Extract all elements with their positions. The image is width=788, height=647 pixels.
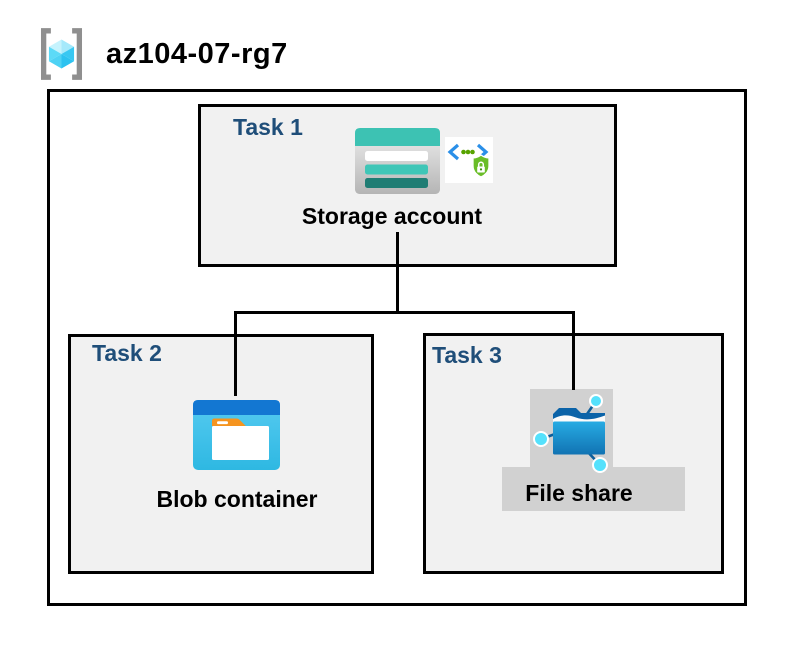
connector-to-file-share [571, 313, 575, 390]
task3-label: Task 3 [432, 342, 502, 368]
file-share-label-background [502, 467, 685, 511]
task3-box: Task 3 File share [423, 333, 724, 574]
storage-account-label: Storage account [301, 203, 483, 229]
file-share-icon-background [530, 389, 613, 473]
file-share-icon [533, 394, 608, 473]
task1-box: Task 1 Storage account [198, 104, 617, 267]
blob-container-label: Blob container [156, 486, 318, 512]
resource-group-icon [40, 28, 83, 80]
resource-group-name: az104-07-rg7 [106, 38, 288, 70]
file-share-label: File share [525, 480, 633, 506]
blob-container-icon [193, 400, 280, 470]
task2-label: Task 2 [92, 340, 162, 366]
connector-branch-horizontal [233, 311, 575, 314]
task1-label: Task 1 [233, 114, 303, 140]
connector-storage-down [395, 232, 399, 313]
task2-box: Task 2 Blob container [68, 334, 374, 574]
connector-to-blob-container [233, 313, 237, 396]
storage-account-icon [355, 128, 440, 194]
secure-endpoint-shield-icon [445, 137, 493, 183]
